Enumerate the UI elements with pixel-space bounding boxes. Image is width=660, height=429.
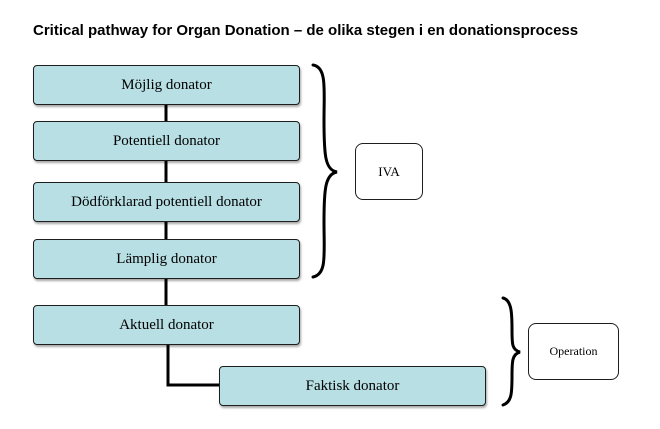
group-operation: Operation bbox=[528, 323, 619, 380]
step-label: Dödförklarad potentiell donator bbox=[71, 193, 262, 210]
group-label: IVA bbox=[378, 163, 400, 179]
group-iva: IVA bbox=[355, 143, 423, 200]
step-label: Potentiell donator bbox=[112, 132, 221, 149]
step-label: Faktisk donator bbox=[305, 377, 400, 394]
step-label: Möjlig donator bbox=[121, 76, 212, 93]
group-label: Operation bbox=[549, 344, 598, 358]
diagram-title: Critical pathway for Organ Donation – de… bbox=[33, 22, 579, 39]
step-label: Aktuell donator bbox=[119, 316, 214, 333]
step-aktuell-donator: Aktuell donator bbox=[33, 305, 300, 345]
step-mojlig-donator: Möjlig donator bbox=[33, 65, 300, 105]
connector-5-6 bbox=[166, 344, 219, 387]
step-dodforklarad-potentiell-donator: Dödförklarad potentiell donator bbox=[33, 182, 300, 222]
step-label: Lämplig donator bbox=[116, 250, 217, 267]
step-faktisk-donator: Faktisk donator bbox=[219, 366, 486, 406]
step-potentiell-donator: Potentiell donator bbox=[33, 121, 300, 161]
step-lamplig-donator: Lämplig donator bbox=[33, 239, 300, 279]
